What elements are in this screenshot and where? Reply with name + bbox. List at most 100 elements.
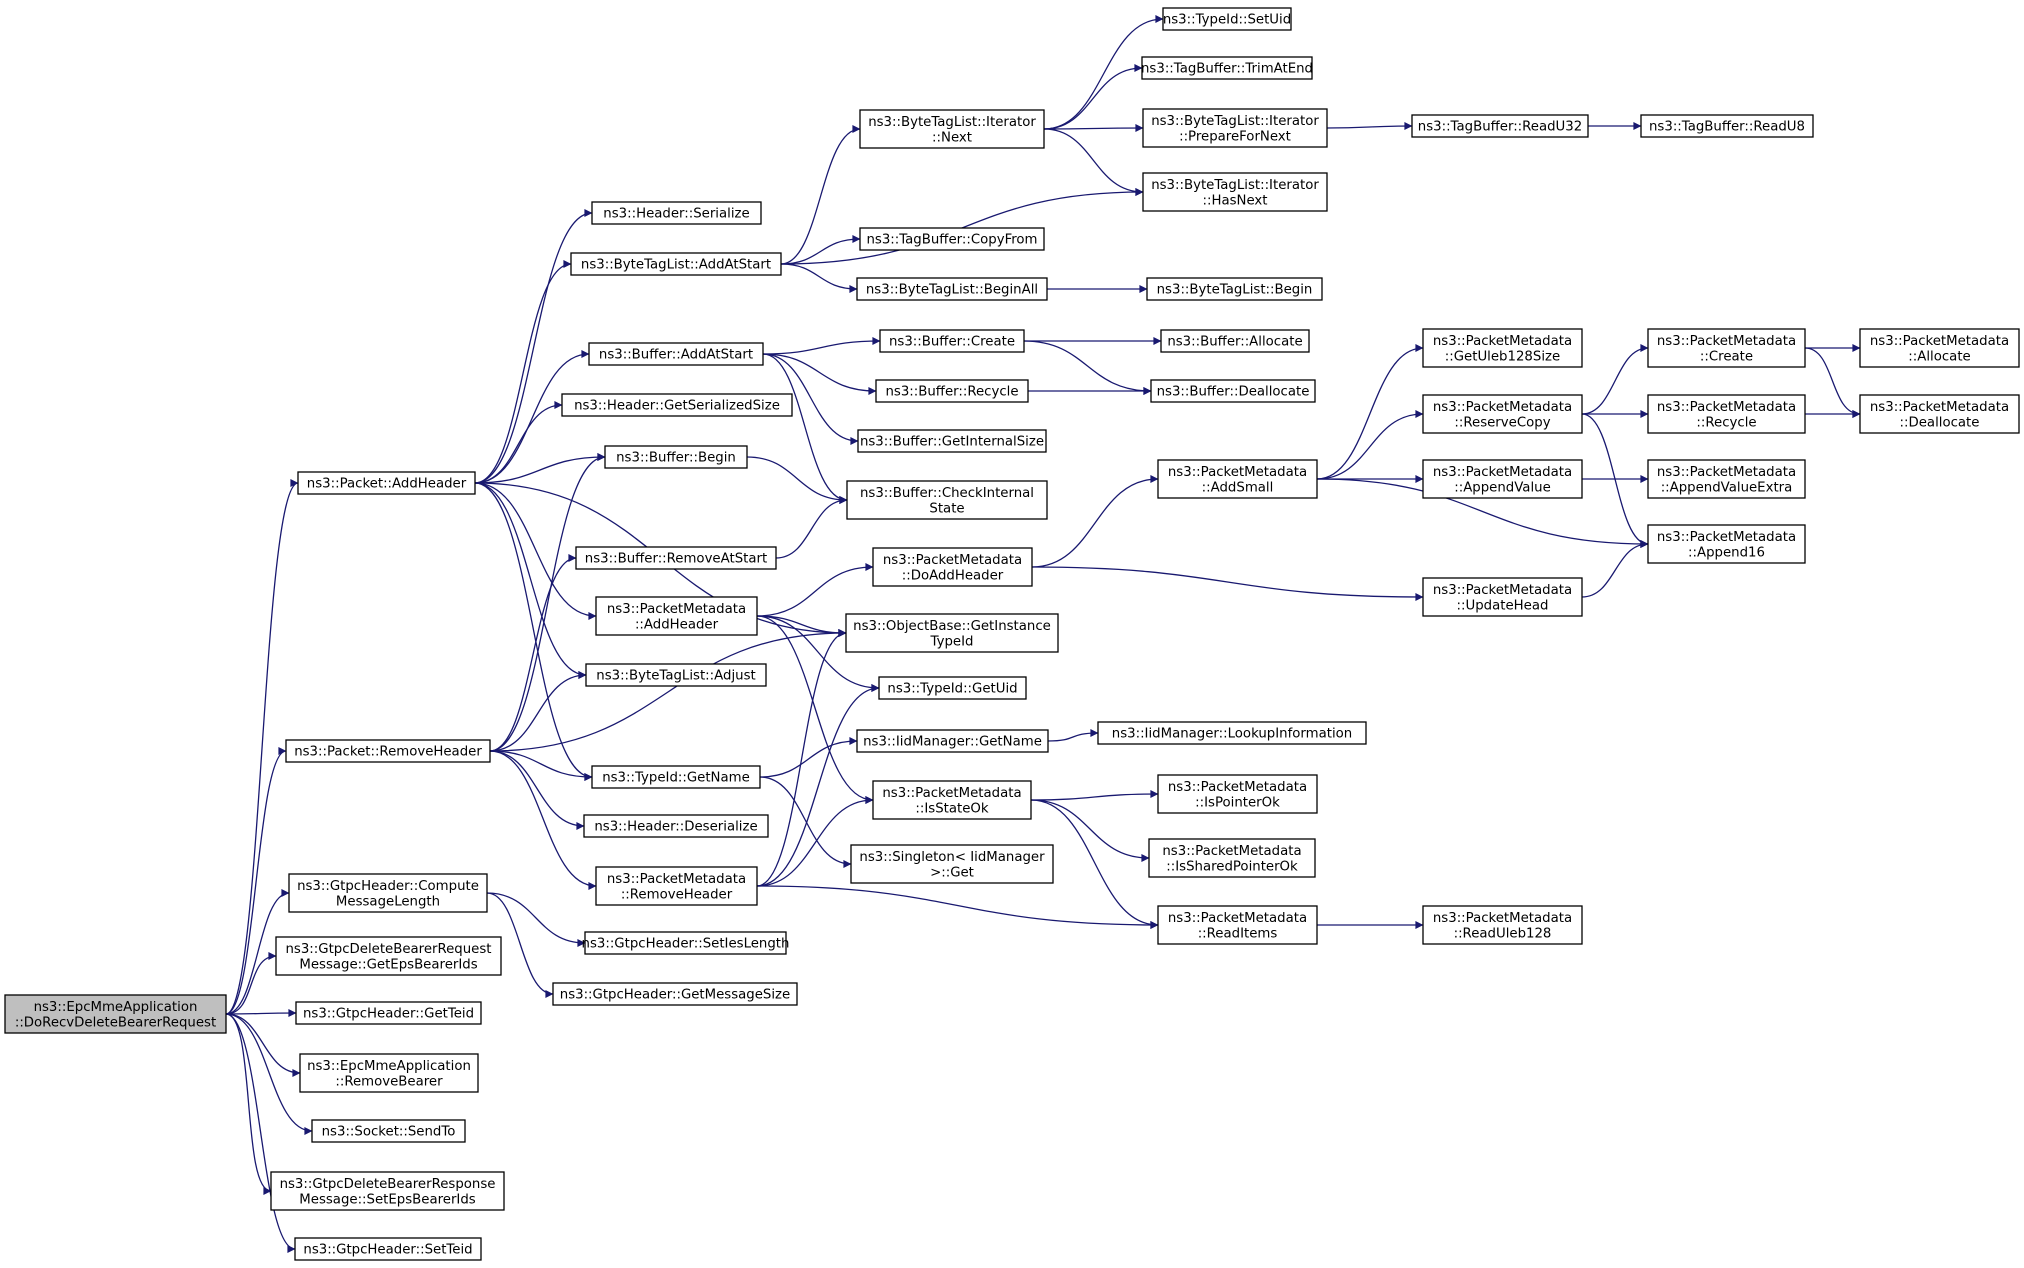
node-label: ns3::Singleton< IidManager — [859, 850, 1045, 865]
node-hdr-deserialize[interactable]: ns3::Header::Deserialize — [583, 814, 769, 838]
edge-root-to-gtpc-compute — [225, 889, 290, 1015]
node-socket-sendto[interactable]: ns3::Socket::SendTo — [311, 1119, 466, 1143]
node-tb-copyfrom[interactable]: ns3::TagBuffer::CopyFrom — [859, 227, 1045, 251]
node-gtpc-getmsgsize[interactable]: ns3::GtpcHeader::GetMessageSize — [552, 982, 798, 1006]
node-tb-readu8[interactable]: ns3::TagBuffer::ReadU8 — [1640, 114, 1814, 138]
node-box — [1422, 577, 1583, 617]
edge-root-to-gtpc-delresp-set — [225, 1013, 272, 1195]
node-label: ::ReserveCopy — [1454, 415, 1550, 430]
node-singleton-get[interactable]: ns3::Singleton< IidManager>::Get — [850, 844, 1054, 884]
node-buf-recycle[interactable]: ns3::Buffer::Recycle — [875, 379, 1029, 403]
node-box — [591, 201, 762, 225]
node-iid-getname[interactable]: ns3::IidManager::GetName — [856, 729, 1049, 753]
node-epc-removebearer[interactable]: ns3::EpcMmeApplication::RemoveBearer — [299, 1053, 479, 1093]
edge-pkt-addheader-to-pm-addheader — [474, 482, 597, 620]
node-btl-addatstart[interactable]: ns3::ByteTagList::AddAtStart — [570, 252, 782, 276]
node-iid-lookup[interactable]: ns3::IidManager::LookupInformation — [1097, 721, 1367, 745]
node-label: ::UpdateHead — [1457, 598, 1549, 613]
edge-root-to-gtpc-delreq-get — [225, 952, 277, 1015]
node-btl-adjust[interactable]: ns3::ByteTagList::Adjust — [585, 663, 767, 687]
edge-pkt-removeheader-to-pm-removeheader — [489, 750, 597, 890]
node-label: >::Get — [930, 865, 974, 880]
node-label: ::AddHeader — [635, 617, 719, 632]
node-box — [857, 429, 1047, 453]
node-tb-readu32[interactable]: ns3::TagBuffer::ReadU32 — [1411, 114, 1589, 138]
node-typeid-getname[interactable]: ns3::TypeId::GetName — [591, 765, 761, 789]
node-pm-isstateok[interactable]: ns3::PacketMetadata::IsStateOk — [872, 780, 1032, 820]
node-buf-removeatstart[interactable]: ns3::Buffer::RemoveAtStart — [575, 546, 777, 570]
edge-buf-removeatstart-to-buf-checkinternal — [775, 496, 848, 559]
node-btl-it-hasnext[interactable]: ns3::ByteTagList::Iterator::HasNext — [1142, 172, 1328, 212]
node-buf-create[interactable]: ns3::Buffer::Create — [879, 329, 1025, 353]
node-buf-begin[interactable]: ns3::Buffer::Begin — [604, 445, 748, 469]
node-pm-deallocate[interactable]: ns3::PacketMetadata::Deallocate — [1859, 394, 2020, 434]
node-pm-create[interactable]: ns3::PacketMetadata::Create — [1647, 328, 1806, 368]
node-pm-addsmall[interactable]: ns3::PacketMetadata::AddSmall — [1157, 459, 1318, 499]
node-box — [1647, 524, 1806, 564]
node-gtpc-delreq-get[interactable]: ns3::GtpcDeleteBearerRequestMessage::Get… — [275, 936, 502, 976]
node-buf-addatstart[interactable]: ns3::Buffer::AddAtStart — [588, 342, 764, 366]
node-label: ns3::PacketMetadata — [1433, 465, 1572, 480]
node-pm-ispointerok[interactable]: ns3::PacketMetadata::IsPointerOk — [1157, 774, 1318, 814]
node-typeid-getuid[interactable]: ns3::TypeId::GetUid — [878, 676, 1027, 700]
node-box — [575, 546, 777, 570]
node-pm-doaddheader[interactable]: ns3::PacketMetadata::DoAddHeader — [872, 547, 1033, 587]
node-root[interactable]: ns3::EpcMmeApplication::DoRecvDeleteBear… — [4, 994, 227, 1034]
node-pm-updatehead[interactable]: ns3::PacketMetadata::UpdateHead — [1422, 577, 1583, 617]
node-label: ns3::PacketMetadata — [883, 553, 1022, 568]
node-pm-allocate[interactable]: ns3::PacketMetadata::Allocate — [1859, 328, 2020, 368]
node-pm-removeheader[interactable]: ns3::PacketMetadata::RemoveHeader — [595, 866, 758, 906]
node-label: ns3::ObjectBase::GetInstance — [853, 619, 1051, 634]
node-label: ns3::ByteTagList::Begin — [1157, 283, 1313, 298]
node-pm-getuleb[interactable]: ns3::PacketMetadata::GetUleb128Size — [1422, 328, 1583, 368]
node-pm-reservecopy[interactable]: ns3::PacketMetadata::ReserveCopy — [1422, 394, 1583, 434]
node-tb-trimatend[interactable]: ns3::TagBuffer::TrimAtEnd — [1141, 56, 1313, 80]
node-box — [584, 931, 787, 955]
node-gtpc-getteid[interactable]: ns3::GtpcHeader::GetTeid — [295, 1001, 482, 1025]
node-label: ns3::Buffer::Allocate — [1167, 335, 1302, 350]
node-label: ns3::TagBuffer::CopyFrom — [866, 233, 1037, 248]
node-btl-it-next[interactable]: ns3::ByteTagList::Iterator::Next — [859, 109, 1045, 149]
node-hdr-getsize[interactable]: ns3::Header::GetSerializedSize — [561, 393, 793, 417]
node-hdr-serialize[interactable]: ns3::Header::Serialize — [591, 201, 762, 225]
node-typeid-setuid[interactable]: ns3::TypeId::SetUid — [1162, 7, 1292, 31]
node-label: ::Append16 — [1688, 545, 1765, 560]
node-btl-beginall[interactable]: ns3::ByteTagList::BeginAll — [856, 277, 1048, 301]
edge-btl-it-next-to-btl-it-prepare — [1043, 124, 1144, 133]
node-buf-deallocate[interactable]: ns3::Buffer::Deallocate — [1150, 379, 1316, 403]
node-label: ::RemoveHeader — [621, 887, 733, 902]
node-btl-it-prepare[interactable]: ns3::ByteTagList::Iterator::PrepareForNe… — [1142, 108, 1328, 148]
node-gtpc-delresp-set[interactable]: ns3::GtpcDeleteBearerResponseMessage::Se… — [270, 1171, 505, 1211]
node-pm-appendvalueextra[interactable]: ns3::PacketMetadata::AppendValueExtra — [1647, 459, 1806, 499]
node-buf-getinternalsize[interactable]: ns3::Buffer::GetInternalSize — [857, 429, 1047, 453]
node-label: ns3::TypeId::SetUid — [1163, 13, 1291, 28]
node-pm-append16[interactable]: ns3::PacketMetadata::Append16 — [1647, 524, 1806, 564]
node-pm-readitems[interactable]: ns3::PacketMetadata::ReadItems — [1157, 905, 1318, 945]
node-box — [1142, 172, 1328, 212]
node-btl-begin[interactable]: ns3::ByteTagList::Begin — [1146, 277, 1323, 301]
node-box — [1859, 328, 2020, 368]
node-box — [856, 277, 1048, 301]
node-gtpc-setteid[interactable]: ns3::GtpcHeader::SetTeid — [294, 1237, 482, 1261]
node-pm-addheader[interactable]: ns3::PacketMetadata::AddHeader — [595, 596, 758, 636]
node-label: ::GetUleb128Size — [1445, 349, 1560, 364]
node-pkt-removeheader[interactable]: ns3::Packet::RemoveHeader — [285, 739, 491, 763]
node-box — [1640, 114, 1814, 138]
node-gtpc-setieslen[interactable]: ns3::GtpcHeader::SetIesLength — [582, 931, 790, 955]
node-buf-allocate[interactable]: ns3::Buffer::Allocate — [1160, 329, 1310, 353]
node-pm-issharedptrok[interactable]: ns3::PacketMetadata::IsSharedPointerOk — [1148, 838, 1316, 878]
node-label: ns3::PacketMetadata — [1168, 780, 1307, 795]
edge-pkt-removeheader-to-buf-removeatstart — [489, 554, 577, 752]
node-box — [4, 994, 227, 1034]
edge-pm-reservecopy-to-pm-create — [1581, 344, 1649, 415]
node-pkt-addheader[interactable]: ns3::Packet::AddHeader — [297, 471, 476, 495]
node-pm-recycle[interactable]: ns3::PacketMetadata::Recycle — [1647, 394, 1806, 434]
node-pm-readuleb[interactable]: ns3::PacketMetadata::ReadUleb128 — [1422, 905, 1583, 945]
edge-pm-addsmall-to-pm-reservecopy — [1316, 410, 1424, 480]
node-box — [552, 982, 798, 1006]
node-pm-appendvalue[interactable]: ns3::PacketMetadata::AppendValue — [1422, 459, 1583, 499]
node-label: ns3::GtpcDeleteBearerRequest — [285, 942, 491, 957]
